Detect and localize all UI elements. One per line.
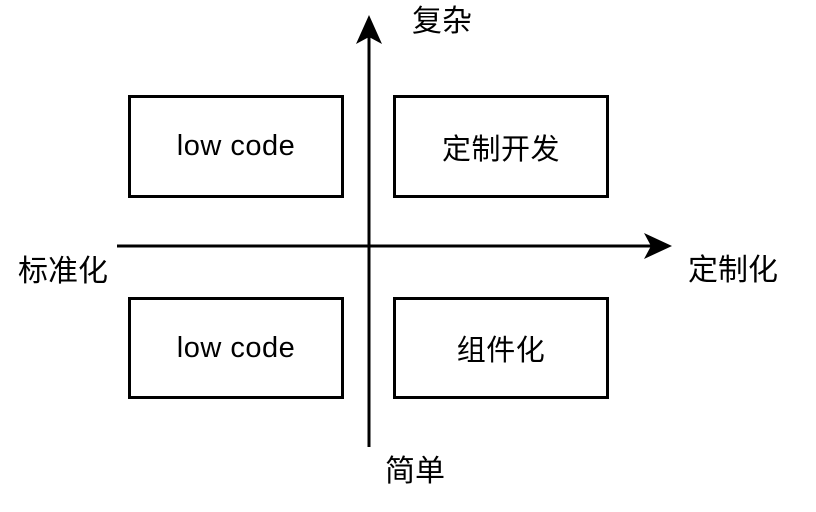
y-axis-bottom-label: 简单 — [385, 455, 445, 488]
quadrant-box-top-right: 定制开发 — [393, 95, 609, 198]
y-axis-arrowhead-icon — [356, 15, 382, 44]
quadrant-box-bottom-right: 组件化 — [393, 297, 609, 399]
quadrant-box-top-right-label: 定制开发 — [441, 133, 560, 166]
x-axis-left-label: 标准化 — [18, 255, 108, 288]
quadrant-box-bottom-left-label: low code — [176, 331, 296, 364]
x-axis-right-label: 定制化 — [688, 254, 778, 287]
quadrant-box-bottom-left: low code — [128, 297, 344, 399]
y-axis-top-label: 复杂 — [412, 5, 472, 38]
quadrant-box-bottom-right-label: 组件化 — [456, 335, 546, 367]
x-axis-arrowhead-icon — [644, 233, 672, 259]
quadrant-box-top-left: low code — [128, 95, 344, 198]
quadrant-box-top-left-label: low code — [176, 130, 296, 162]
